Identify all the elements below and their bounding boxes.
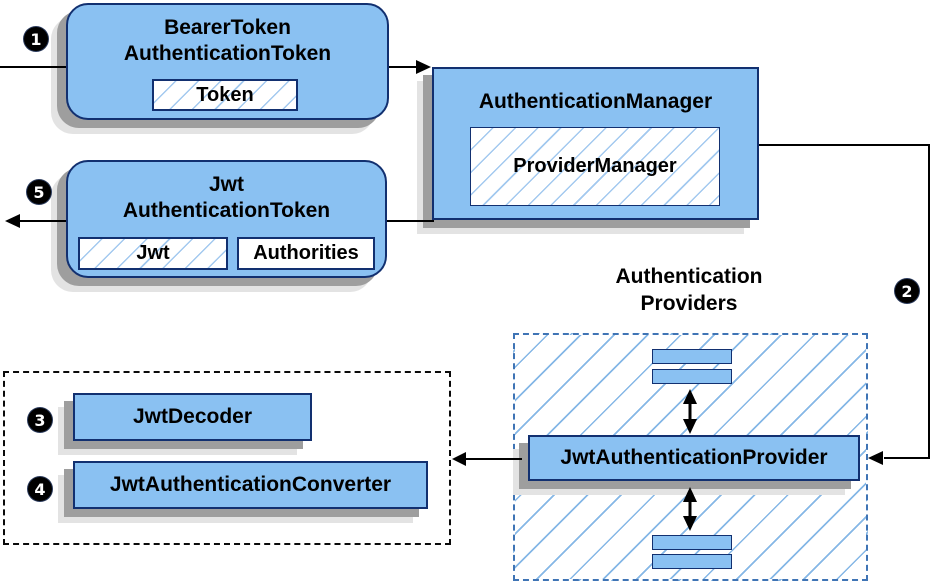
authorities-chip-label: Authorities [253, 242, 359, 264]
step-3-badge: 3 [28, 408, 52, 432]
step-1-badge: 1 [24, 27, 48, 51]
authorities-chip: Authorities [237, 237, 375, 270]
bearer-token-title-line2: AuthenticationToken [123, 42, 332, 65]
step-1-number: 1 [30, 29, 42, 49]
jwt-authentication-provider-label: JwtAuthenticationProvider [560, 446, 828, 469]
providers-title-line1: Authentication [615, 265, 763, 288]
bearer-token-node-title: BearerToken AuthenticationToken [68, 15, 387, 67]
provider-placeholder-bar-bottom-1 [652, 535, 732, 550]
jwt-decoder-label: JwtDecoder [132, 405, 253, 428]
jwt-chip-label: Jwt [136, 242, 170, 264]
jwt-token-outgoing-arrow [5, 214, 66, 228]
step-2-number: 2 [901, 281, 913, 301]
bearer-to-manager-arrow [389, 60, 431, 74]
jwt-authentication-converter-label: JwtAuthenticationConverter [109, 473, 392, 496]
jwt-token-title-line1: Jwt [208, 173, 244, 196]
provider-manager-chip-label: ProviderManager [513, 155, 677, 177]
jwt-decoder-node: JwtDecoder [73, 393, 312, 441]
step-2-badge: 2 [895, 279, 919, 303]
step-5-number: 5 [33, 182, 45, 202]
step-5-badge: 5 [27, 180, 51, 204]
bearer-token-title-line1: BearerToken [164, 16, 291, 39]
step-3-number: 3 [34, 410, 46, 430]
provider-placeholder-bar-top-1 [652, 349, 732, 364]
token-chip: Token [152, 79, 298, 111]
jwt-token-title-line2: AuthenticationToken [122, 199, 331, 222]
authentication-manager-title: AuthenticationManager [478, 90, 713, 113]
providers-title-line2: Providers [640, 292, 738, 315]
step-4-number: 4 [34, 479, 46, 499]
provider-placeholder-bar-bottom-2 [652, 554, 732, 569]
jwt-authentication-provider-node: JwtAuthenticationProvider [528, 435, 860, 481]
authentication-providers-title: Authentication Providers [579, 263, 799, 317]
provider-placeholder-bar-top-2 [652, 369, 732, 384]
provider-manager-chip: ProviderManager [470, 127, 720, 206]
bearer-token-authentication-token-node: BearerToken AuthenticationToken Token [66, 3, 389, 120]
token-chip-label: Token [196, 83, 254, 106]
jwt-authentication-token-node: Jwt AuthenticationToken Jwt Authorities [66, 160, 387, 278]
jwt-token-node-title: Jwt AuthenticationToken [68, 172, 385, 224]
authentication-manager-node: AuthenticationManager ProviderManager [432, 67, 759, 220]
jwt-chip: Jwt [78, 237, 228, 270]
jwt-authentication-converter-node: JwtAuthenticationConverter [73, 461, 428, 509]
provider-to-support-arrow [452, 452, 522, 466]
step-4-badge: 4 [28, 477, 52, 501]
